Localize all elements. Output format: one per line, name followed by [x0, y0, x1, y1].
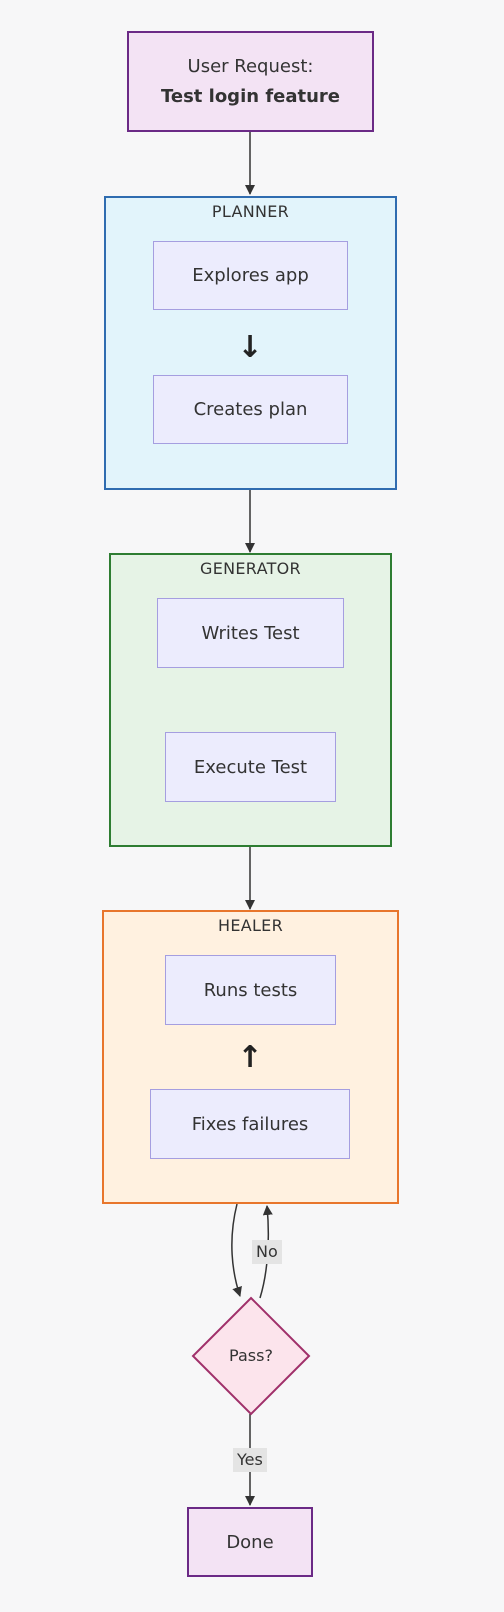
edge-label-yes: Yes — [233, 1448, 267, 1472]
decision-label: Pass? — [229, 1346, 273, 1365]
explores-app-node: Explores app — [153, 241, 348, 310]
user-request-node: User Request: Test login feature — [127, 31, 374, 132]
decision-diamond — [191, 1296, 311, 1416]
execute-test-node: Execute Test — [165, 732, 336, 802]
runs-tests-node: Runs tests — [165, 955, 336, 1025]
done-node: Done — [187, 1507, 313, 1577]
user-request-label: User Request: — [187, 55, 314, 77]
fixes-failures-node: Fixes failures — [150, 1089, 350, 1159]
healer-title: HEALER — [217, 916, 284, 935]
edge-healer-to-decision — [231, 1203, 242, 1297]
writes-test-node: Writes Test — [157, 598, 344, 668]
creates-plan-node: Creates plan — [153, 375, 348, 444]
edge-label-no: No — [252, 1240, 282, 1264]
arrow-up-icon: ↑ — [237, 1040, 263, 1075]
arrow-down-icon: ↓ — [237, 330, 263, 365]
planner-title: PLANNER — [211, 202, 290, 221]
generator-title: GENERATOR — [200, 559, 301, 578]
user-request-detail: Test login feature — [160, 85, 341, 107]
